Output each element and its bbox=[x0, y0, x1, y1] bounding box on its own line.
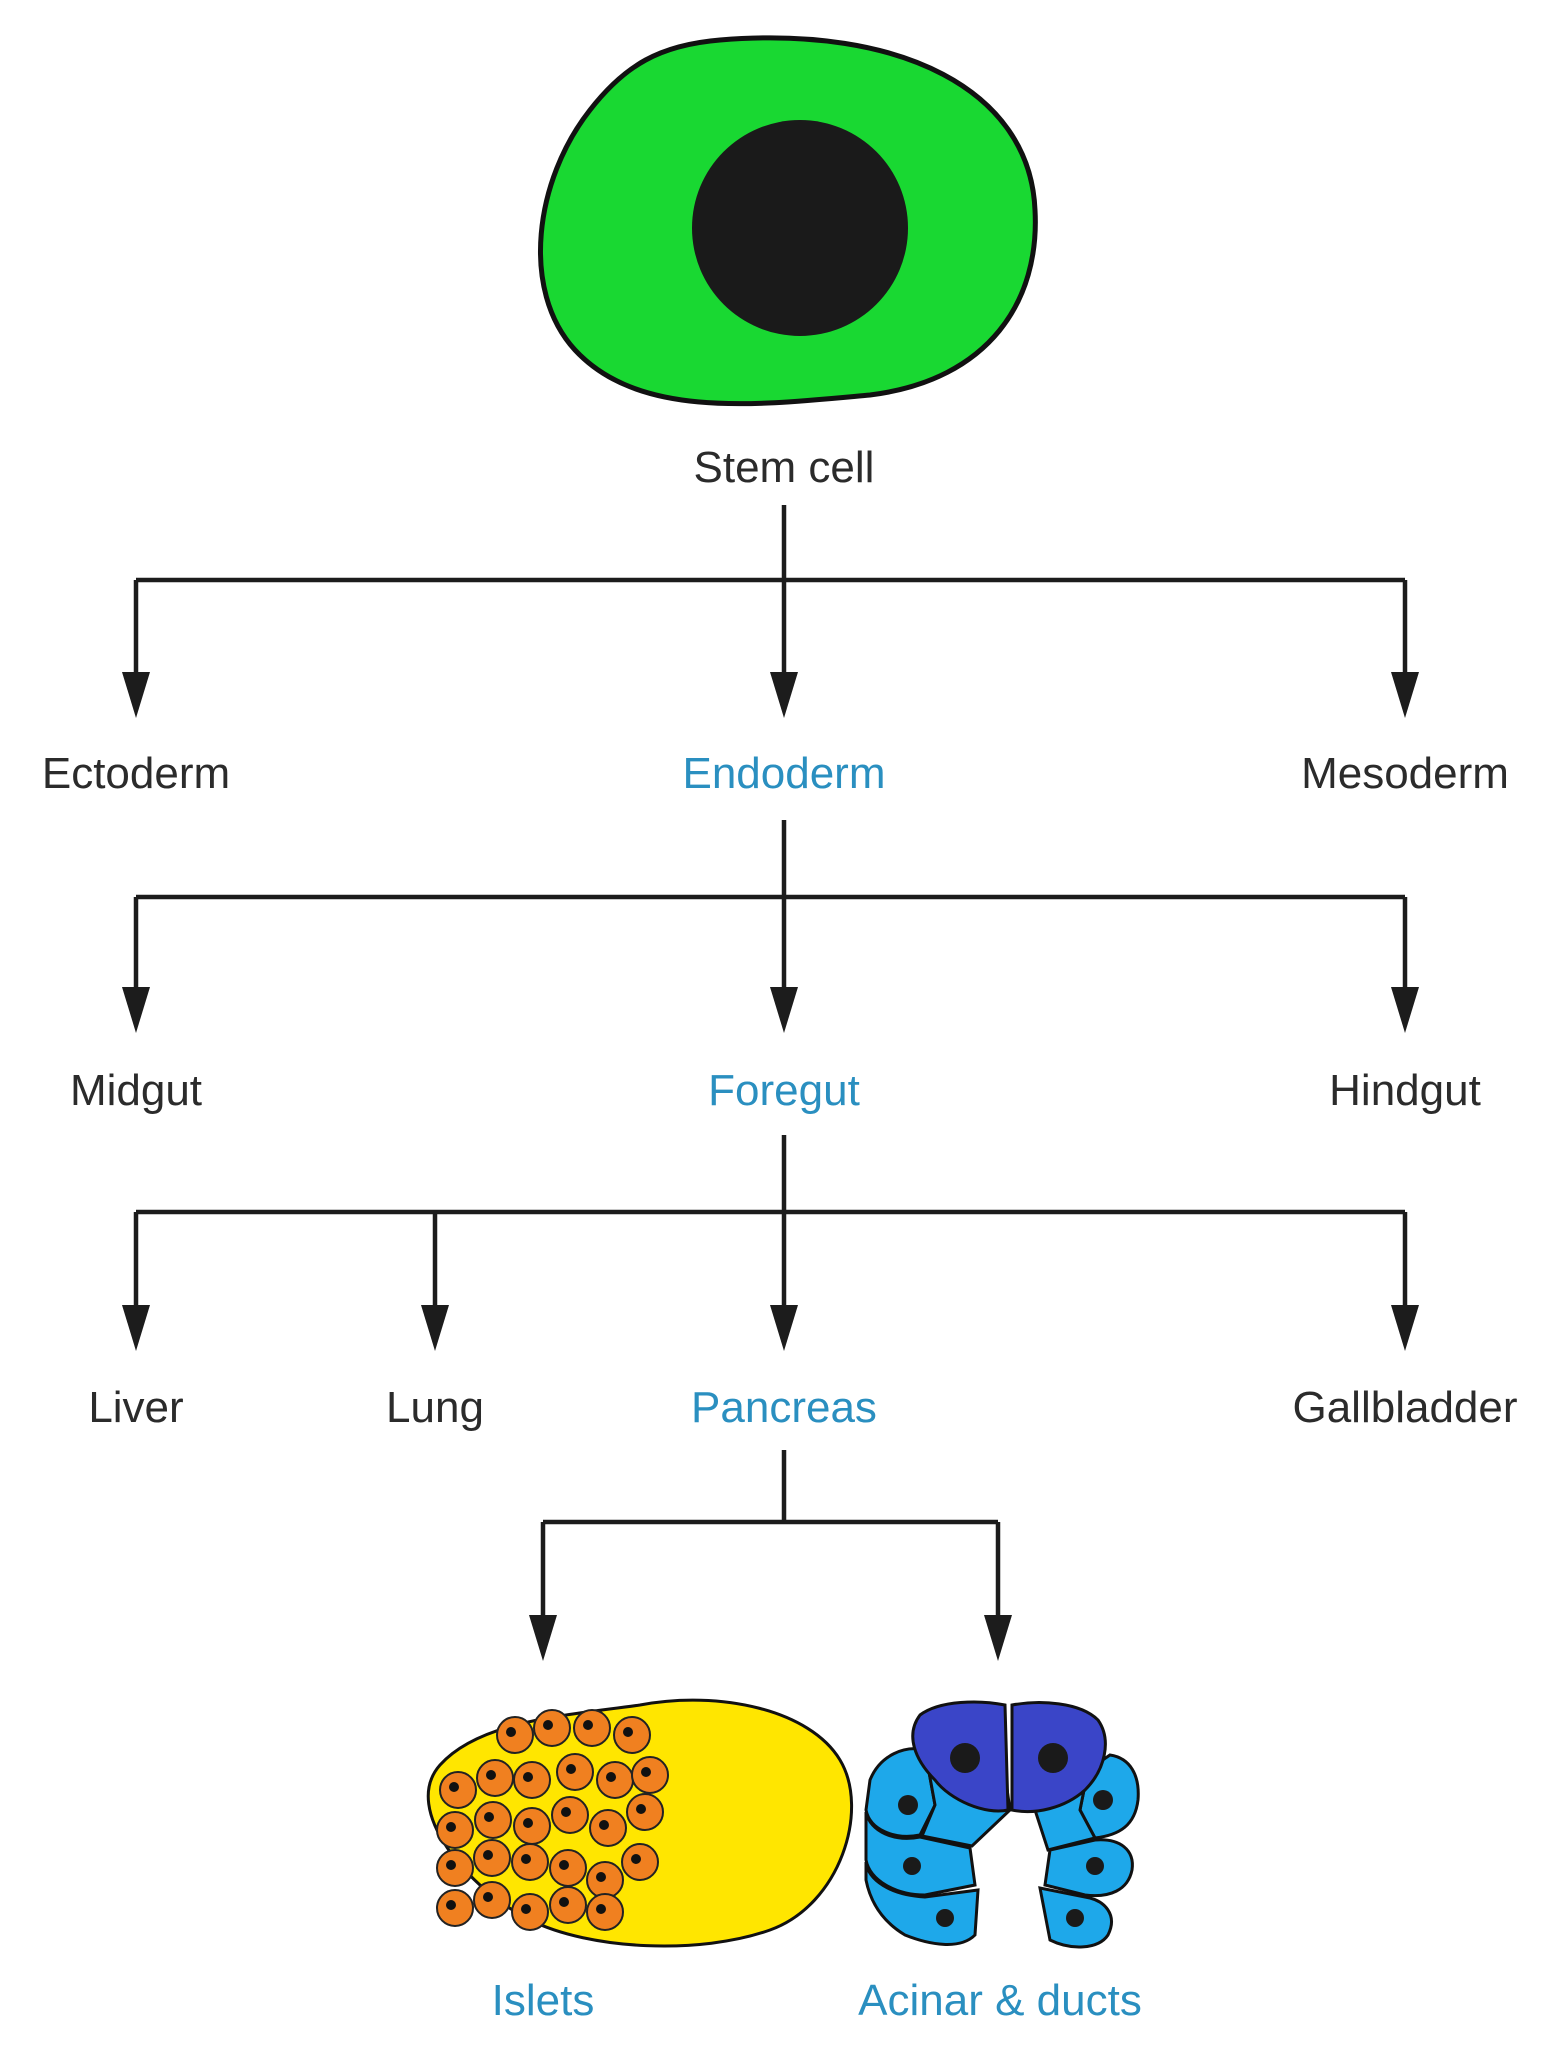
label-ectoderm: Ectoderm bbox=[42, 749, 230, 798]
islet-cell-nucleus bbox=[561, 1807, 571, 1817]
islet-cell-nucleus bbox=[559, 1860, 569, 1870]
islet-cell-nucleus bbox=[446, 1860, 456, 1870]
islet-cell-nucleus bbox=[523, 1772, 533, 1782]
label-hindgut: Hindgut bbox=[1329, 1066, 1481, 1115]
label-midgut: Midgut bbox=[70, 1066, 202, 1115]
label-lung: Lung bbox=[386, 1383, 484, 1432]
label-islets: Islets bbox=[492, 1976, 595, 2025]
label-mesoderm: Mesoderm bbox=[1301, 749, 1509, 798]
arrow-lung bbox=[421, 1305, 449, 1351]
islet-cell-nucleus bbox=[623, 1727, 633, 1737]
islet-cell-nucleus bbox=[523, 1818, 533, 1828]
islet-cell-nucleus bbox=[596, 1872, 606, 1882]
duct-nucleus bbox=[898, 1795, 918, 1815]
duct-nucleus bbox=[1086, 1857, 1104, 1875]
arrow-midgut bbox=[122, 987, 150, 1033]
arrow-mesoderm bbox=[1391, 672, 1419, 718]
arrow-liver bbox=[122, 1305, 150, 1351]
islet-cell-nucleus bbox=[506, 1727, 516, 1737]
islet-cell-nucleus bbox=[596, 1904, 606, 1914]
islet-cell-nucleus bbox=[446, 1822, 456, 1832]
islet-cell-nucleus bbox=[521, 1854, 531, 1864]
duct-nucleus bbox=[903, 1857, 921, 1875]
arrow-ectoderm bbox=[122, 672, 150, 718]
duct-nucleus bbox=[1066, 1909, 1084, 1927]
stem-cell-nucleus bbox=[692, 120, 908, 336]
islet-cell-nucleus bbox=[486, 1770, 496, 1780]
islet-cell-nucleus bbox=[543, 1720, 553, 1730]
arrow-foregut bbox=[770, 987, 798, 1033]
arrow-islets bbox=[529, 1615, 557, 1661]
islet-cell-nucleus bbox=[484, 1812, 494, 1822]
label-liver: Liver bbox=[88, 1383, 183, 1432]
islet-cell-nucleus bbox=[566, 1764, 576, 1774]
islet-cell-nucleus bbox=[483, 1850, 493, 1860]
label-foregut: Foregut bbox=[708, 1066, 860, 1115]
islet-cell-nucleus bbox=[559, 1897, 569, 1907]
arrow-endoderm bbox=[770, 672, 798, 718]
connectors-endoderm-to-gut bbox=[122, 820, 1419, 1033]
acinar-nucleus bbox=[1038, 1743, 1068, 1773]
islet-cell-nucleus bbox=[483, 1892, 493, 1902]
islet-cell-nucleus bbox=[521, 1904, 531, 1914]
islet-cell-nucleus bbox=[583, 1720, 593, 1730]
arrow-acinar-ducts bbox=[984, 1615, 1012, 1661]
connectors-pancreas-to-cell-types bbox=[529, 1450, 1012, 1661]
label-endoderm: Endoderm bbox=[682, 749, 885, 798]
duct-nucleus bbox=[936, 1909, 954, 1927]
arrow-hindgut bbox=[1391, 987, 1419, 1033]
islet-illustration bbox=[426, 1698, 854, 1948]
arrow-pancreas bbox=[770, 1305, 798, 1351]
label-stem-cell: Stem cell bbox=[694, 443, 875, 492]
islet-cell-nucleus bbox=[599, 1820, 609, 1830]
duct-cell-left-2 bbox=[864, 1811, 977, 1897]
islet-cell-nucleus bbox=[631, 1854, 641, 1864]
islet-cell-nucleus bbox=[449, 1782, 459, 1792]
islet-cell-nucleus bbox=[606, 1772, 616, 1782]
arrow-gallbladder bbox=[1391, 1305, 1419, 1351]
connectors-foregut-to-organs bbox=[122, 1135, 1419, 1351]
islet-cell-nucleus bbox=[636, 1804, 646, 1814]
islet-cell-nucleus bbox=[446, 1900, 456, 1910]
duct-nucleus bbox=[1093, 1790, 1113, 1810]
islet-cell-nucleus bbox=[641, 1767, 651, 1777]
connectors-stem-to-germ-layers bbox=[122, 505, 1419, 718]
stem-cell-illustration bbox=[538, 35, 1038, 407]
islet-cells bbox=[436, 1709, 669, 1931]
label-acinar-ducts: Acinar & ducts bbox=[858, 1976, 1142, 2025]
label-pancreas: Pancreas bbox=[691, 1383, 877, 1432]
acinar-nucleus bbox=[950, 1743, 980, 1773]
label-gallbladder: Gallbladder bbox=[1292, 1383, 1517, 1432]
acinar-ducts-illustration bbox=[864, 1700, 1140, 1949]
